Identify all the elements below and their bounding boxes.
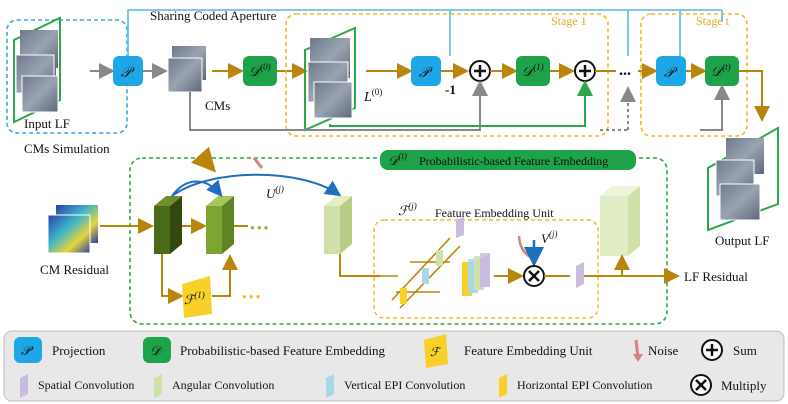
stage-t-label: Stage t bbox=[696, 14, 730, 28]
legend-spatial-label: Spatial Convolution bbox=[38, 378, 134, 392]
projection-block-2 bbox=[411, 56, 441, 86]
embedding-block-d1 bbox=[516, 56, 550, 86]
output-lf-label: Output LF bbox=[715, 233, 770, 248]
legend-noise-label: Noise bbox=[648, 343, 679, 358]
dt-detail-box bbox=[129, 157, 668, 325]
svg-text:𝒟(1): 𝒟(1) bbox=[522, 62, 544, 80]
legend-horizontal-icon bbox=[499, 374, 507, 398]
stage-t-box bbox=[640, 13, 748, 137]
dt-title-text: Probabilistic-based Feature Embedding bbox=[419, 154, 608, 168]
output-lf-stack bbox=[707, 126, 779, 232]
svg-text:ℱ(1): ℱ(1) bbox=[184, 290, 205, 307]
stage-1-label: Stage 1 bbox=[551, 14, 587, 28]
legend-unit-icon bbox=[424, 334, 448, 368]
projection-block-3 bbox=[656, 56, 686, 86]
cms-label: CMs bbox=[205, 98, 230, 113]
noise-arrow-1 bbox=[191, 146, 217, 173]
feature-unit-f1 bbox=[182, 276, 212, 318]
svg-text:𝒟(t): 𝒟(t) bbox=[711, 62, 731, 80]
legend-horizontal-label: Horizontal EPI Convolution bbox=[517, 378, 652, 392]
input-lf-label: Input LF bbox=[24, 116, 70, 131]
minus-one-label: -1 bbox=[445, 82, 456, 97]
u-arc-2 bbox=[171, 179, 223, 198]
projection-block-1 bbox=[113, 56, 143, 86]
feature-block-2 bbox=[206, 196, 234, 254]
svg-text:ℱ(j): ℱ(j) bbox=[398, 201, 417, 218]
cm-residual-label: CM Residual bbox=[40, 262, 109, 277]
legend-projection-label: Projection bbox=[52, 343, 106, 358]
lf-residual-label: LF Residual bbox=[684, 269, 748, 284]
legend-sum-label: Sum bbox=[733, 343, 757, 358]
feature-block-out bbox=[600, 186, 640, 256]
svg-text:U(j): U(j) bbox=[266, 184, 284, 201]
branch-lines bbox=[380, 237, 461, 309]
legend-embedding-label: Probabilistic-based Feature Embedding bbox=[180, 343, 386, 358]
legend-vertical-label: Vertical EPI Convolution bbox=[344, 378, 465, 392]
cms-simulation-label: CMs Simulation bbox=[24, 141, 110, 156]
cms-image bbox=[167, 46, 206, 93]
legend-unit-label: Feature Embedding Unit bbox=[464, 343, 593, 358]
dots-bottom: ● ● ● bbox=[242, 292, 261, 301]
legend-panel bbox=[3, 330, 785, 402]
embedding-block-dt bbox=[705, 56, 739, 86]
svg-text:V(j): V(j) bbox=[541, 229, 557, 246]
embedding-block-d0 bbox=[243, 56, 277, 86]
input-lf-stack bbox=[13, 16, 61, 124]
legend-vertical-icon bbox=[326, 374, 334, 398]
feature-block-j bbox=[324, 196, 352, 254]
legend-embedding-icon bbox=[143, 337, 171, 363]
legend-multiply-label: Multiply bbox=[721, 378, 767, 393]
dt-title-badge bbox=[380, 150, 636, 170]
feature-embedding-unit-box bbox=[373, 219, 599, 319]
dots-middle: ● ● ● bbox=[250, 223, 269, 232]
noise-arrow-2 bbox=[252, 157, 264, 169]
cm-residual-image bbox=[47, 205, 98, 254]
sharing-line bbox=[127, 9, 722, 56]
ellipsis: ... bbox=[619, 62, 631, 79]
legend-angular-label: Angular Convolution bbox=[172, 378, 274, 392]
legend-projection-icon bbox=[14, 337, 42, 363]
svg-text:ℱ: ℱ bbox=[430, 345, 442, 359]
concat-stack bbox=[462, 253, 492, 296]
l0-stack bbox=[304, 26, 356, 132]
u-arc-1 bbox=[171, 173, 342, 197]
svg-text:L(0): L(0) bbox=[363, 87, 382, 105]
spatial-conv-chip bbox=[456, 217, 464, 239]
legend-angular-icon bbox=[154, 374, 162, 398]
sharing-label: Sharing Coded Aperture bbox=[150, 8, 277, 23]
svg-text:𝒟(t): 𝒟(t) bbox=[388, 151, 407, 168]
legend-spatial-icon bbox=[20, 374, 28, 398]
svg-text:𝒟: 𝒟 bbox=[150, 343, 163, 358]
feu-text: Feature Embedding Unit bbox=[435, 206, 554, 220]
stage-1-box bbox=[285, 13, 609, 137]
svg-text:𝒟(0): 𝒟(0) bbox=[249, 62, 271, 80]
feature-block-1 bbox=[154, 196, 182, 254]
